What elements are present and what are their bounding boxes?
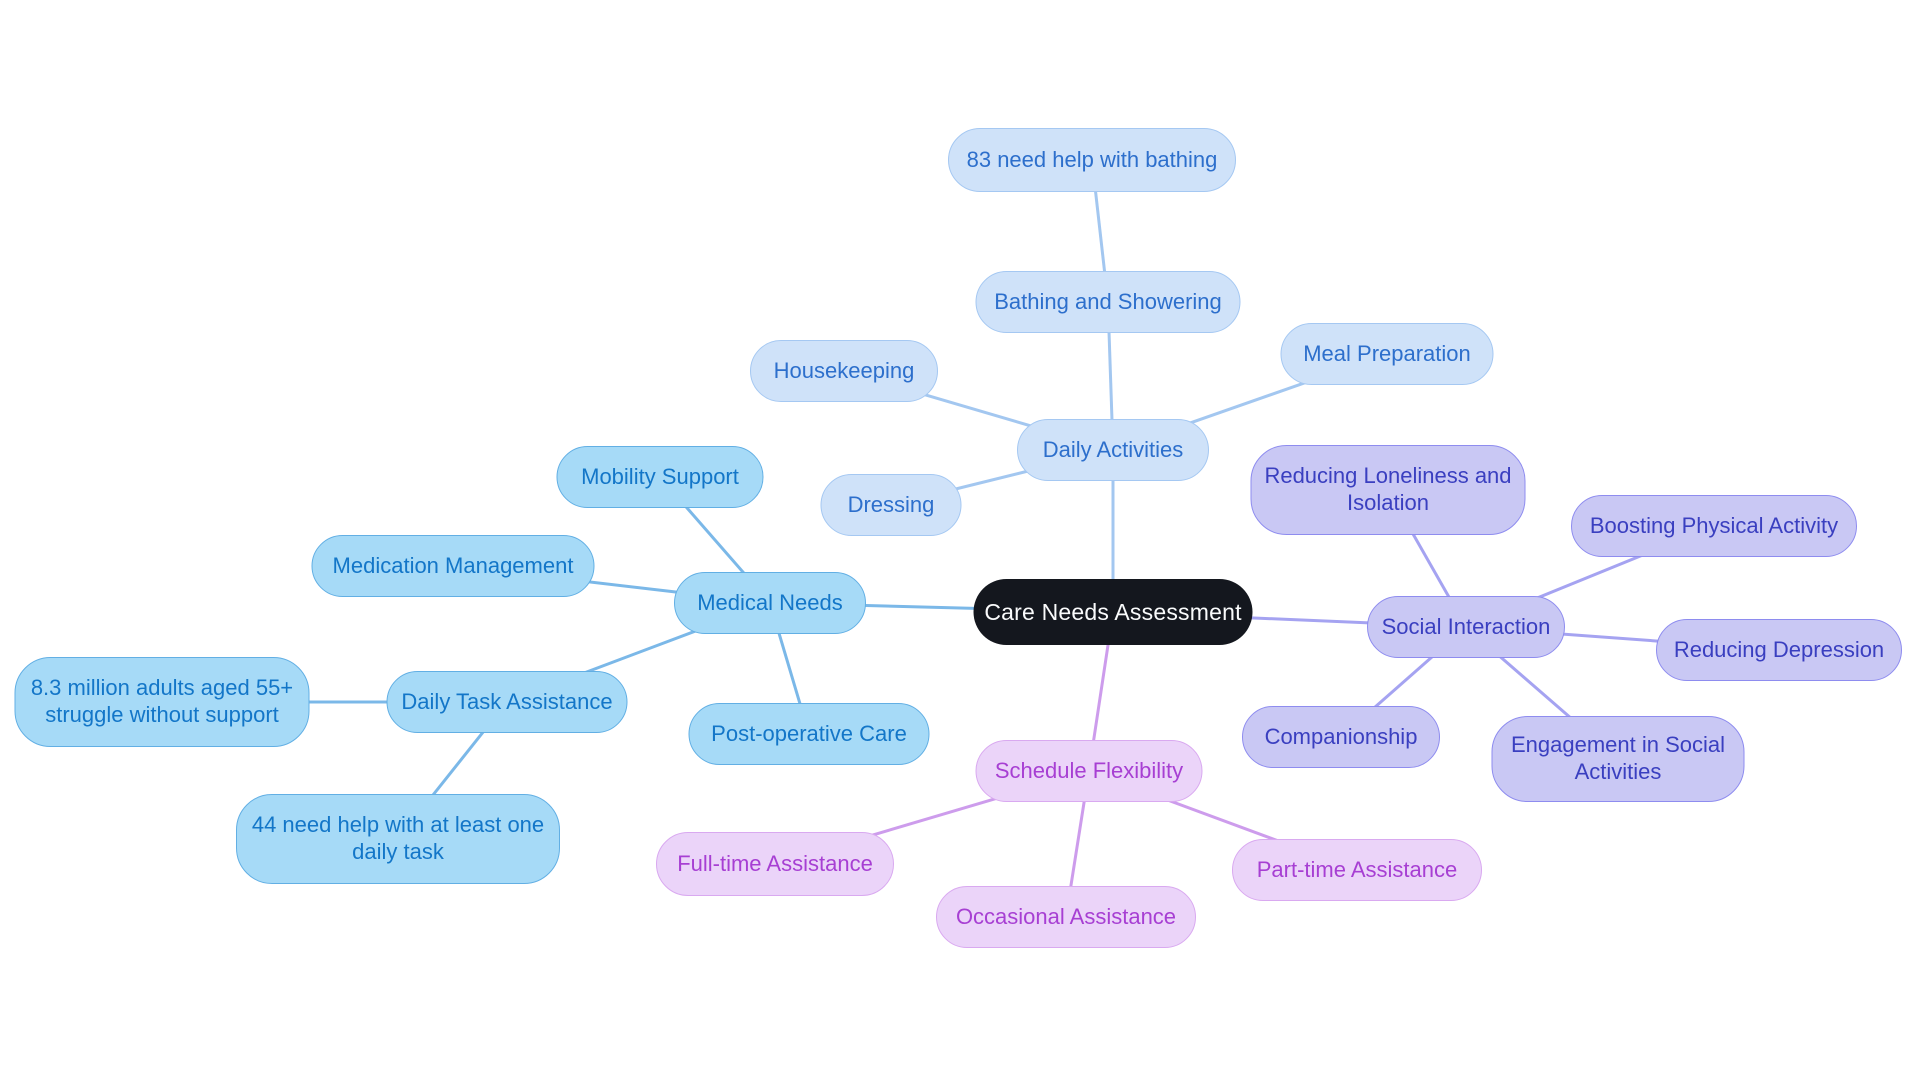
node-reducing-loneliness[interactable]: Reducing Loneliness and Isolation — [1250, 445, 1526, 535]
node-medical-needs[interactable]: Medical Needs — [674, 572, 866, 634]
node-occasional-assistance[interactable]: Occasional Assistance — [936, 886, 1196, 948]
node-dressing[interactable]: Dressing — [820, 474, 962, 536]
node-center[interactable]: Care Needs Assessment — [973, 579, 1253, 645]
node-engagement-social[interactable]: Engagement in Social Activities — [1491, 716, 1745, 802]
node-part-time-assistance[interactable]: Part-time Assistance — [1232, 839, 1482, 901]
node-stat-daily-task[interactable]: 44 need help with at least one daily tas… — [236, 794, 560, 884]
node-housekeeping[interactable]: Housekeeping — [750, 340, 938, 402]
node-post-operative-care[interactable]: Post-operative Care — [688, 703, 930, 765]
node-schedule-flexibility[interactable]: Schedule Flexibility — [975, 740, 1203, 802]
node-mobility-support[interactable]: Mobility Support — [556, 446, 764, 508]
node-companionship[interactable]: Companionship — [1242, 706, 1440, 768]
node-boosting-physical[interactable]: Boosting Physical Activity — [1571, 495, 1857, 557]
node-stat-bathing[interactable]: 83 need help with bathing — [948, 128, 1236, 192]
node-daily-task-assistance[interactable]: Daily Task Assistance — [386, 671, 628, 733]
node-daily-activities[interactable]: Daily Activities — [1017, 419, 1209, 481]
node-bathing-showering[interactable]: Bathing and Showering — [975, 271, 1241, 333]
node-social-interaction[interactable]: Social Interaction — [1367, 596, 1565, 658]
node-full-time-assistance[interactable]: Full-time Assistance — [656, 832, 894, 896]
node-meal-preparation[interactable]: Meal Preparation — [1280, 323, 1494, 385]
node-reducing-depression[interactable]: Reducing Depression — [1656, 619, 1902, 681]
node-stat-adults[interactable]: 8.3 million adults aged 55+ struggle wit… — [14, 657, 310, 747]
node-medication-management[interactable]: Medication Management — [311, 535, 595, 597]
